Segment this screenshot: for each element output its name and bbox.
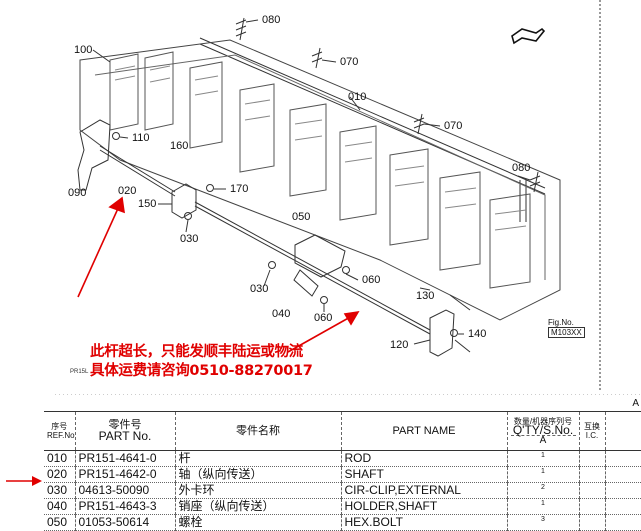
cell-name-cn: 轴（纵向传送） (174, 466, 341, 483)
callout-080-right: 080 (512, 162, 531, 174)
shipping-note-line2: 具体运费请咨询0510-88270017 (90, 363, 313, 379)
cell-name-cn: 螺栓 (174, 514, 341, 531)
diagram-drawing (55, 0, 641, 395)
callout-060-upper: 060 (362, 274, 381, 286)
shipping-note: 此杆超长，只能发顺丰陆运或物流 具体运费请咨询0510-88270017 (90, 343, 313, 381)
header-name-cn: 零件名称 (174, 411, 341, 451)
table-row: 030 04613-50090 外卡环 CIR-CLIP,EXTERNAL 2 (44, 482, 641, 499)
cell-part-no: PR151-4641-0 (74, 450, 175, 467)
callout-020: 020 (118, 185, 137, 197)
header-ic: 互换 I.C. (578, 411, 605, 451)
header-ref: 序号 REF.No. (44, 411, 75, 451)
cell-qty: 1 (506, 450, 579, 467)
table-row: 040 PR151-4643-3 销座（纵向传送） HOLDER,SHAFT 1 (44, 498, 641, 515)
cell-ref: 050 (44, 514, 75, 531)
folded-sheet-icon (511, 27, 546, 45)
shipping-note-line1: 此杆超长，只能发顺丰陆运或物流 (90, 344, 303, 360)
cell-qty: 1 (506, 498, 579, 515)
figure-number-label: Fig.No. M103XX (548, 318, 585, 339)
cell-ref: 010 (44, 450, 75, 467)
cell-part-no: PR151-4643-3 (74, 498, 175, 515)
small-drawing-code: PR15L (70, 369, 89, 375)
callout-130: 130 (416, 290, 435, 302)
cell-qty: 2 (506, 482, 579, 499)
cell-ref: 020 (44, 466, 75, 483)
callout-100: 100 (74, 44, 93, 56)
callout-170: 170 (230, 183, 249, 195)
cell-name-en: CIR-CLIP,EXTERNAL (340, 482, 507, 499)
cell-part-no: 01053-50614 (74, 514, 175, 531)
cell-qty: 3 (506, 514, 579, 531)
cell-ref: 040 (44, 498, 75, 515)
cell-name-en: SHAFT (340, 466, 507, 483)
callout-060-lower: 060 (314, 312, 333, 324)
cell-name-cn: 销座（纵向传送） (174, 498, 341, 515)
cell-blank (604, 514, 641, 531)
callout-150: 150 (138, 198, 157, 210)
callout-050: 050 (292, 211, 311, 223)
cell-name-en: HOLDER,SHAFT (340, 498, 507, 515)
cell-ic (578, 466, 605, 483)
table-row: 020 PR151-4642-0 轴（纵向传送） SHAFT 1 (44, 466, 641, 483)
callout-090: 090 (68, 187, 87, 199)
callout-030-mid: 030 (250, 283, 269, 295)
cell-name-en: HEX.BOLT (340, 514, 507, 531)
cell-name-cn: 杆 (174, 450, 341, 467)
fig-no-caption: Fig.No. (548, 318, 574, 327)
callout-120: 120 (390, 339, 409, 351)
cell-ic (578, 498, 605, 515)
cell-name-en: ROD (340, 450, 507, 467)
header-blank (604, 411, 641, 451)
fig-no-code: M103XX (548, 327, 585, 339)
annotation-arrows (77, 196, 360, 353)
callout-030-left: 030 (180, 233, 199, 245)
callout-160: 160 (170, 140, 189, 152)
cell-blank (604, 450, 641, 467)
callout-070-top: 070 (340, 56, 359, 68)
callout-040: 040 (272, 308, 291, 320)
cell-part-no: 04613-50090 (74, 482, 175, 499)
callout-010: 010 (348, 91, 367, 103)
header-qty: 数量/机器序列号 Q'TY/S.No. A (506, 411, 579, 451)
cell-blank (604, 466, 641, 483)
header-part-name: PART NAME (340, 411, 507, 451)
table-row: 050 01053-50614 螺栓 HEX.BOLT 3 (44, 514, 641, 531)
cell-blank (604, 482, 641, 499)
callout-110: 110 (132, 132, 150, 144)
callout-080-top: 080 (262, 14, 281, 26)
corner-letter: A (632, 398, 639, 409)
cell-blank (604, 498, 641, 515)
table-row: 010 PR151-4641-0 杆 ROD 1 (44, 450, 641, 467)
cell-part-no: PR151-4642-0 (74, 466, 175, 483)
exploded-parts-diagram: 080 100 070 010 070 110 160 090 020 170 … (55, 0, 641, 395)
cell-name-cn: 外卡环 (174, 482, 341, 499)
cell-ic (578, 514, 605, 531)
callout-070-right: 070 (444, 120, 463, 132)
table-header-row: 序号 REF.No. 零件号 PART No. 零件名称 PART NAME 数… (44, 411, 641, 451)
cell-ref: 030 (44, 482, 75, 499)
cell-qty: 1 (506, 466, 579, 483)
row-pointer-arrow-icon (6, 476, 42, 486)
callout-140: 140 (468, 328, 487, 340)
cell-ic (578, 482, 605, 499)
cell-ic (578, 450, 605, 467)
parts-table: 序号 REF.No. 零件号 PART No. 零件名称 PART NAME 数… (44, 411, 641, 531)
header-part-no: 零件号 PART No. (74, 411, 175, 451)
